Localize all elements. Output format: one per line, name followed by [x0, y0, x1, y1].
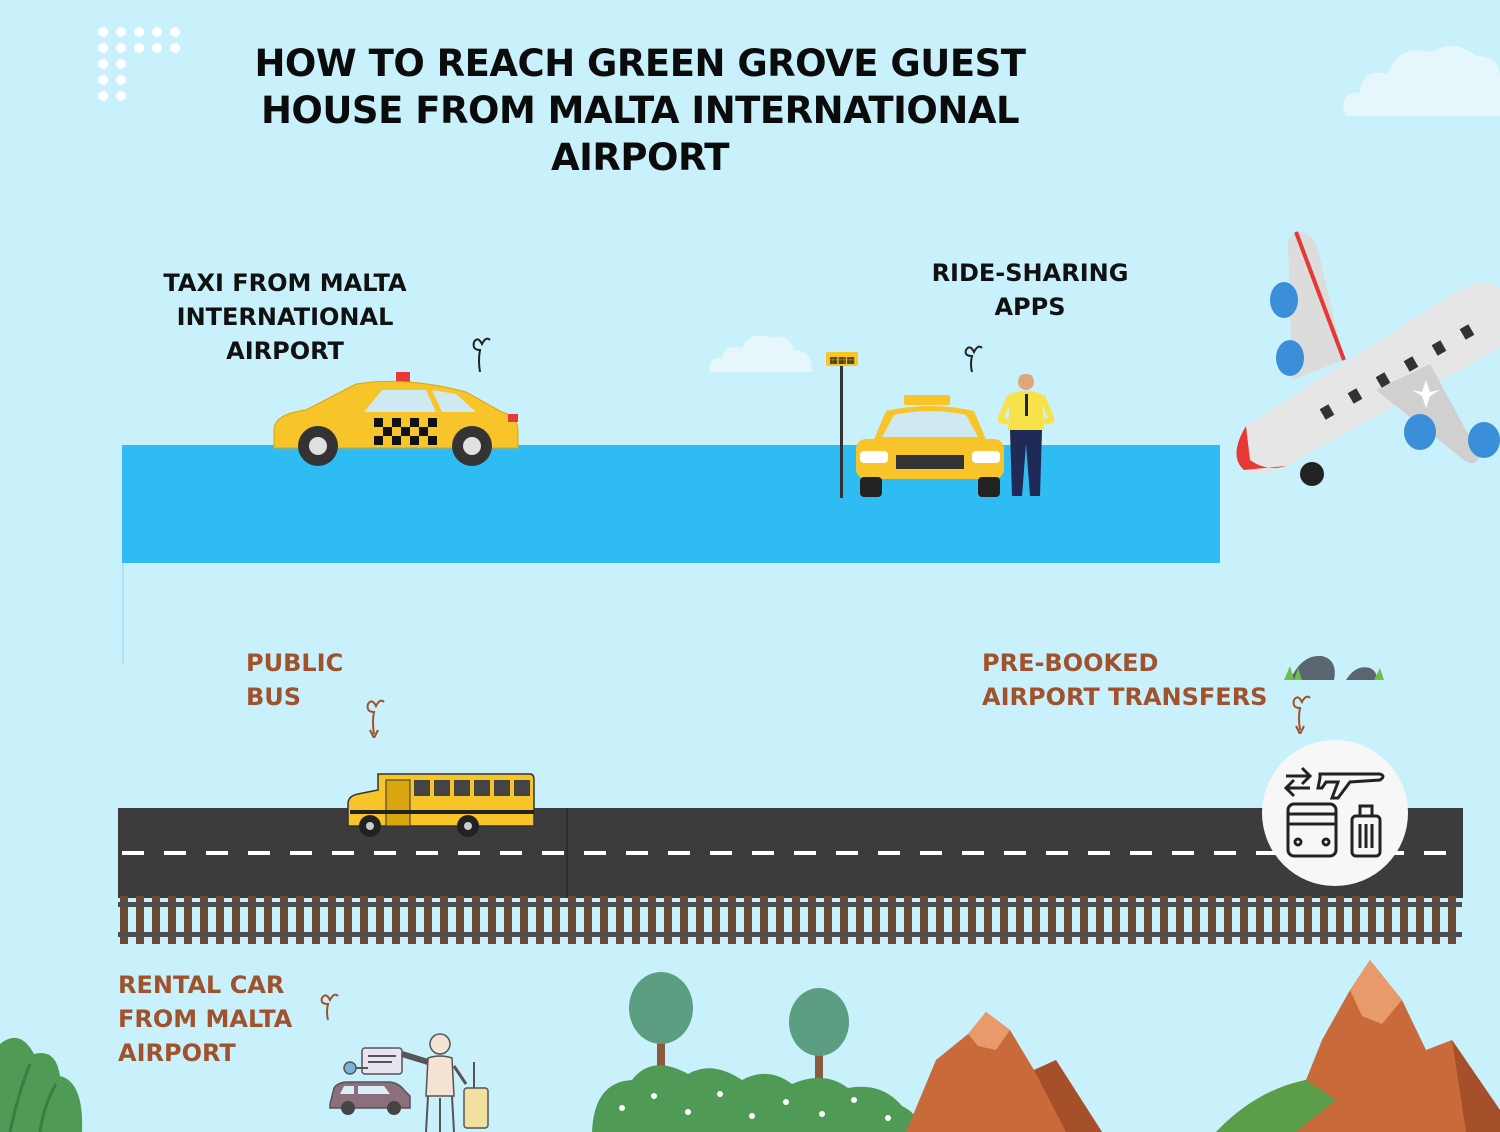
mountain-icon [906, 1012, 1102, 1132]
ride-sharing-label: RIDE-SHARING APPS [931, 259, 1129, 321]
taxi-label: TAXI FROM MALTA INTERNATIONAL AIRPORT [163, 269, 407, 365]
rental-car-label: RENTAL CAR FROM MALTA AIRPORT [118, 971, 293, 1067]
band-edge-line [122, 563, 124, 665]
traveler-icon [401, 1033, 489, 1132]
school-bus-icon [347, 773, 535, 837]
public-bus-label: PUBLIC BUS [246, 649, 344, 711]
location-pin-icon [366, 699, 385, 738]
road-lane-marking [122, 851, 1462, 855]
driver-person-icon [998, 374, 1054, 496]
rocks-icon [1284, 655, 1384, 680]
page-title: HOW TO REACH GREEN GROVE GUEST HOUSE FRO… [254, 42, 1026, 179]
taxi-front-icon [856, 395, 1004, 497]
taxi-car-icon [273, 372, 519, 466]
cloud-icon [709, 335, 812, 372]
location-pin-icon [320, 993, 339, 1021]
pre-booked-label: PRE-BOOKED AIRPORT TRANSFERS [982, 649, 1268, 711]
svg-text:▦▦▦: ▦▦▦ [829, 356, 855, 366]
location-pin-icon [472, 337, 491, 373]
dots-logo-icon [98, 27, 180, 101]
location-pin-icon [1292, 695, 1311, 734]
rental-car-icon [329, 1047, 411, 1115]
airplane-icon [1236, 231, 1500, 486]
cloud-icon [1343, 45, 1500, 116]
tree-icon [789, 988, 849, 1086]
railway-rail [118, 932, 1462, 937]
mountain-icon [1216, 960, 1500, 1132]
bush-icon [0, 1037, 83, 1132]
airport-transfer-icon [1283, 766, 1385, 858]
railway-rail [118, 902, 1462, 907]
tree-icon [629, 972, 693, 1072]
location-pin-icon [964, 345, 983, 373]
bush-icon [592, 1065, 919, 1132]
taxi-stop-sign-icon: ▦▦▦ [826, 352, 858, 498]
